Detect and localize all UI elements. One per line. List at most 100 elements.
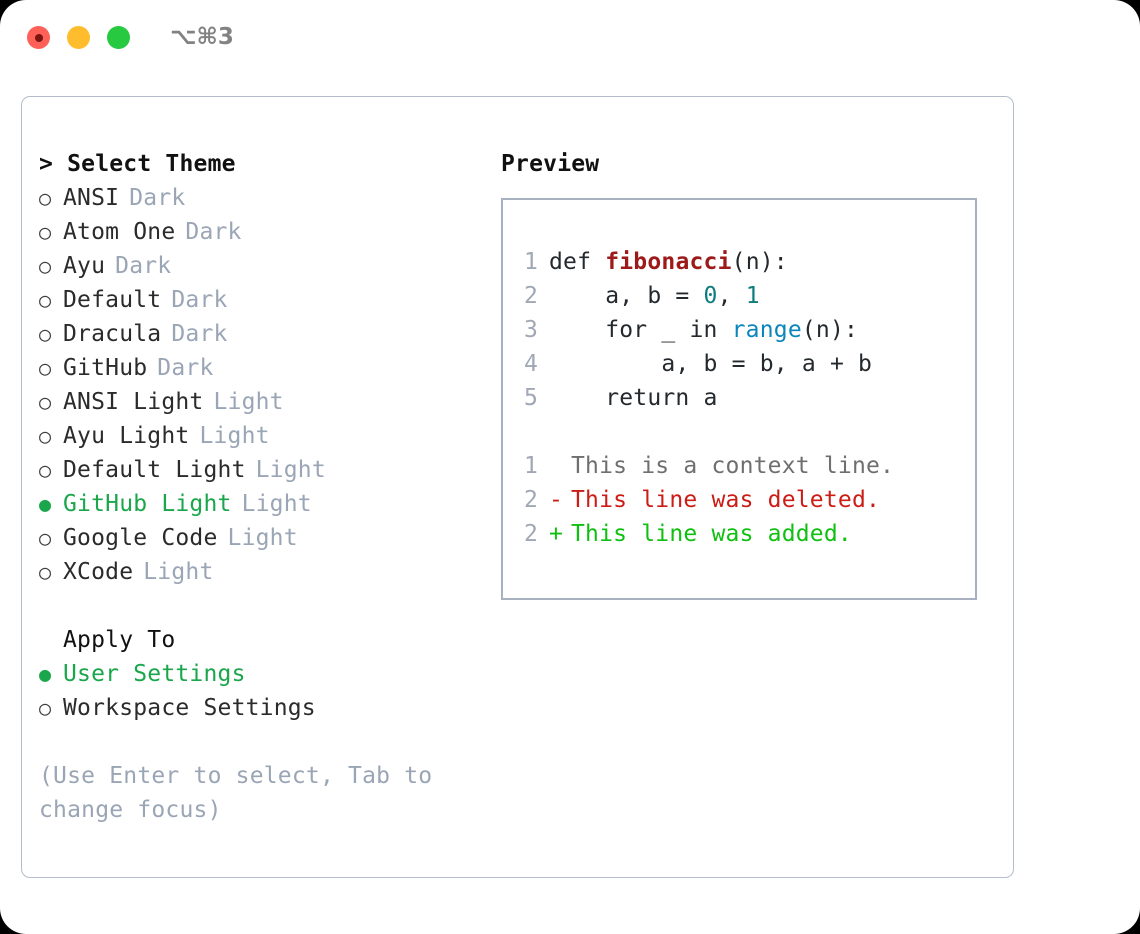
keyboard-hint-text: (Use Enter to select, Tab to change focu… <box>39 763 433 823</box>
minimize-button-icon[interactable] <box>67 26 90 49</box>
radio-unselected-icon[interactable]: ○ <box>39 322 52 346</box>
theme-variant-tag: Dark <box>171 321 228 347</box>
diff-sign: + <box>549 521 564 547</box>
diff-text: This line was deleted. <box>571 487 881 513</box>
code-line: 5 return a <box>520 381 965 415</box>
title-bar: ⌥⌘3 <box>0 0 1140 78</box>
radio-unselected-icon[interactable]: ○ <box>39 526 52 550</box>
spacer <box>39 589 489 623</box>
theme-option-ayu[interactable]: ○ Ayu Dark <box>39 249 489 283</box>
theme-option-google-code[interactable]: ○ Google Code Light <box>39 521 489 555</box>
theme-option-ansi[interactable]: ○ ANSI Dark <box>39 181 489 215</box>
theme-option-atom-one[interactable]: ○ Atom One Dark <box>39 215 489 249</box>
apply-to-option-workspace-settings[interactable]: ○ Workspace Settings <box>39 691 489 725</box>
theme-option-ansi-light[interactable]: ○ ANSI Light Light <box>39 385 489 419</box>
preview-heading: Preview <box>501 151 600 177</box>
apply-to-option-user-settings[interactable]: ● User Settings <box>39 657 489 691</box>
diff-text: This line was added. <box>571 521 852 547</box>
radio-unselected-icon[interactable]: ○ <box>39 390 52 414</box>
code-token-num: 1 <box>745 283 760 309</box>
code-token-plain: a, b = b, a + b <box>549 351 873 377</box>
theme-variant-tag: Dark <box>115 253 172 279</box>
diff-line-ctx: 1 This is a context line. <box>520 449 965 483</box>
theme-name: Ayu <box>63 253 106 279</box>
keyboard-shortcut-label: ⌥⌘3 <box>170 24 234 50</box>
theme-variant-tag: Light <box>199 423 270 449</box>
line-number: 2 <box>523 521 538 547</box>
radio-unselected-icon[interactable]: ○ <box>39 696 52 720</box>
theme-variant-tag: Light <box>213 389 284 415</box>
code-line: 2 a, b = 0, 1 <box>520 279 965 313</box>
maximize-button-icon[interactable] <box>107 26 130 49</box>
diff-line-add: 2 + This line was added. <box>520 517 965 551</box>
radio-unselected-icon[interactable]: ○ <box>39 288 52 312</box>
apply-to-list: ● User Settings ○ Workspace Settings <box>39 657 489 725</box>
apply-to-label: User Settings <box>63 661 246 687</box>
code-token-plain: , <box>717 283 746 309</box>
line-number: 3 <box>523 317 538 343</box>
theme-name: ANSI Light <box>63 389 204 415</box>
code-token-num: 0 <box>703 283 718 309</box>
code-token-plain: for _ in <box>549 317 732 343</box>
theme-option-dracula[interactable]: ○ Dracula Dark <box>39 317 489 351</box>
theme-variant-tag: Dark <box>185 219 242 245</box>
code-token-kw: def <box>549 249 606 275</box>
code-line: 3 for _ in range(n): <box>520 313 965 347</box>
theme-name: Atom One <box>63 219 176 245</box>
apply-to-label: Workspace Settings <box>63 695 316 721</box>
diff-sign: - <box>549 487 564 513</box>
line-number: 4 <box>523 351 538 377</box>
apply-to-heading: Apply To <box>63 627 176 653</box>
line-number: 2 <box>523 283 538 309</box>
theme-variant-tag: Dark <box>129 185 186 211</box>
theme-name: Default <box>63 287 162 313</box>
close-button-icon[interactable] <box>27 26 50 49</box>
diff-line-del: 2-This line was deleted. <box>520 483 965 517</box>
diff-sample: 1 This is a context line.2-This line was… <box>520 449 965 551</box>
code-token-fn: fibonacci <box>605 249 732 275</box>
theme-name: Default Light <box>63 457 246 483</box>
theme-name: XCode <box>63 559 134 585</box>
radio-selected-icon[interactable]: ● <box>39 492 52 516</box>
line-number: 1 <box>523 249 538 275</box>
radio-unselected-icon[interactable]: ○ <box>39 186 52 210</box>
diff-text: This is a context line. <box>571 453 895 479</box>
code-token-plain: (n): <box>801 317 859 343</box>
radio-unselected-icon[interactable]: ○ <box>39 424 52 448</box>
line-number: 1 <box>523 453 538 479</box>
line-number: 5 <box>523 385 538 411</box>
line-number: 2 <box>523 487 538 513</box>
theme-name: Dracula <box>63 321 162 347</box>
theme-variant-tag: Light <box>255 457 326 483</box>
code-token-plain: a, b = <box>549 283 704 309</box>
code-line: 4 a, b = b, a + b <box>520 347 965 381</box>
radio-unselected-icon[interactable]: ○ <box>39 458 52 482</box>
theme-name: ANSI <box>63 185 120 211</box>
code-token-plain: (n): <box>731 249 788 275</box>
theme-option-default[interactable]: ○ Default Dark <box>39 283 489 317</box>
theme-variant-tag: Light <box>241 491 312 517</box>
code-token-plain: return a <box>549 385 718 411</box>
theme-name: Google Code <box>63 525 218 551</box>
window-controls <box>27 26 130 49</box>
radio-unselected-icon[interactable]: ○ <box>39 356 52 380</box>
theme-name: GitHub <box>63 355 148 381</box>
radio-unselected-icon[interactable]: ○ <box>39 254 52 278</box>
radio-unselected-icon[interactable]: ○ <box>39 560 52 584</box>
theme-variant-tag: Light <box>227 525 298 551</box>
radio-selected-icon[interactable]: ● <box>39 662 52 686</box>
code-line: 1 def fibonacci(n): <box>520 245 965 279</box>
theme-option-default-light[interactable]: ○ Default Light Light <box>39 453 489 487</box>
radio-unselected-icon[interactable]: ○ <box>39 220 52 244</box>
theme-variant-tag: Dark <box>171 287 228 313</box>
